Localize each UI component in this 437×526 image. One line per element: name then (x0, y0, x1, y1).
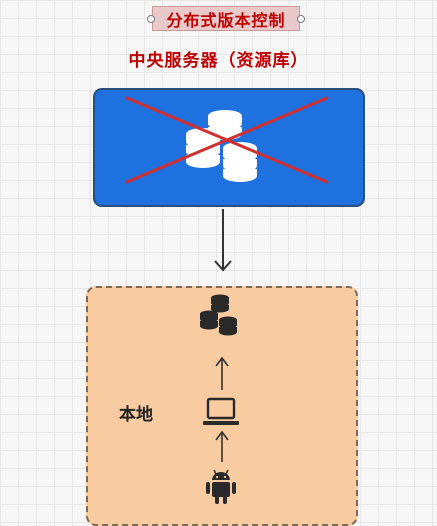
database-stack-icon (200, 294, 237, 336)
local-label: 本地 (119, 405, 153, 425)
arrow-up-icon (215, 430, 229, 462)
arrow-up-icon (215, 356, 229, 390)
selection-handle-right[interactable] (297, 15, 305, 23)
diagram-title: 分布式版本控制 (152, 6, 300, 31)
cross-out-mark (125, 96, 329, 184)
android-icon (206, 469, 236, 504)
laptop-icon (203, 397, 239, 425)
selection-handle-left[interactable] (147, 15, 155, 23)
central-server-box (93, 88, 365, 207)
arrow-down-connector (214, 209, 232, 272)
central-server-label: 中央服务器（资源库） (128, 51, 309, 71)
database-stack-icon (186, 110, 257, 182)
